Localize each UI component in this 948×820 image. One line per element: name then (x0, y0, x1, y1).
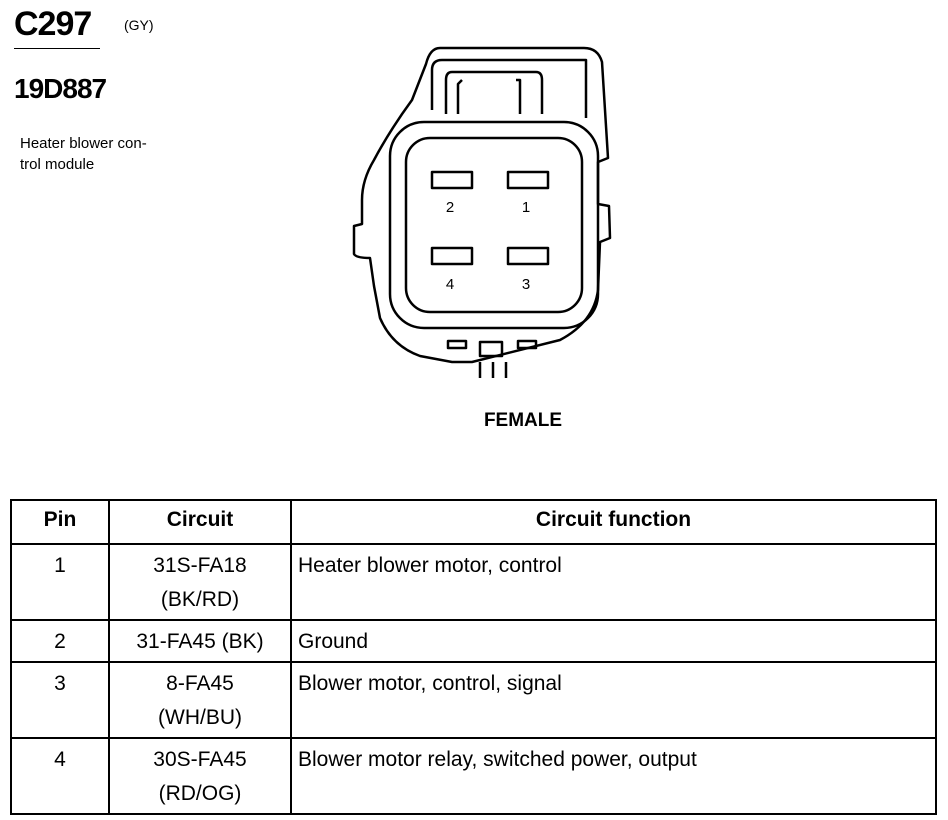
pin-cell: 1 (10, 543, 110, 621)
pin-cell: 2 (10, 619, 110, 663)
table-header-row: Pin Circuit Circuit function (10, 499, 937, 545)
bottom-tab-left (446, 339, 468, 350)
circuit-cell: 31-FA45 (BK) (108, 619, 292, 663)
connector-color-code: (GY) (124, 17, 154, 33)
description-line-1: Heater blower con- (20, 135, 147, 152)
header-circuit: Circuit (108, 499, 292, 545)
table-row: 1 31S-FA18 (BK/RD) Heater blower motor, … (10, 543, 937, 621)
latch-frame (430, 58, 588, 118)
table-row: 4 30S-FA45 (RD/OG) Blower motor relay, s… (10, 737, 937, 815)
circuit-cell: 30S-FA45 (RD/OG) (108, 737, 292, 815)
pin-label-4: 4 (446, 276, 454, 293)
circuit-function-cell: Heater blower motor, control (290, 543, 937, 621)
connector-face-diagram: 2 1 4 3 (352, 46, 612, 378)
bottom-tab-center (478, 340, 504, 358)
circuit-code: 31S-FA18 (153, 554, 247, 577)
pin-cell: 3 (10, 661, 110, 739)
pin-label-2: 2 (446, 199, 454, 216)
table-row: 2 31-FA45 (BK) Ground (10, 619, 937, 663)
table-row: 3 8-FA45 (WH/BU) Blower motor, control, … (10, 661, 937, 739)
pin-socket-4 (430, 246, 474, 266)
pin-socket-2 (430, 170, 474, 190)
circuit-code: 30S-FA45 (153, 748, 247, 771)
pin-socket-3 (506, 246, 550, 266)
header-circuit-function: Circuit function (290, 499, 937, 545)
connector-id: C297 (14, 5, 92, 43)
circuit-function-cell: Blower motor, control, signal (290, 661, 937, 739)
connector-description: Heater blower con- trol module (20, 133, 190, 175)
header-pin: Pin (10, 499, 110, 545)
inner-cavity-inner (404, 136, 584, 314)
part-number: 19D887 (14, 73, 107, 104)
pinout-table: Pin Circuit Circuit function 1 31S-FA18 … (10, 499, 937, 815)
title-divider (14, 48, 100, 49)
circuit-wire-color: (WH/BU) (158, 706, 242, 729)
circuit-code: 31-FA45 (BK) (136, 630, 264, 653)
connector-outer-housing (352, 46, 612, 364)
pin-cell: 4 (10, 737, 110, 815)
connector-gender-label: FEMALE (483, 410, 563, 431)
latch-bar-left-leg (456, 79, 463, 114)
inner-cavity-outer (388, 120, 600, 330)
latch-bar-right-leg (516, 78, 522, 114)
pin-label-1: 1 (522, 199, 530, 216)
latch-bar (444, 70, 544, 114)
description-line-2: trol module (20, 156, 95, 173)
pin-socket-1 (506, 170, 550, 190)
pin-label-3: 3 (522, 276, 530, 293)
circuit-cell: 31S-FA18 (BK/RD) (108, 543, 292, 621)
circuit-wire-color: (BK/RD) (160, 588, 240, 611)
circuit-wire-color: (RD/OG) (158, 782, 242, 805)
circuit-function-cell: Ground (290, 619, 937, 663)
bottom-tab-right (516, 339, 538, 350)
circuit-code: 8-FA45 (166, 672, 234, 695)
circuit-function-cell: Blower motor relay, switched power, outp… (290, 737, 937, 815)
circuit-cell: 8-FA45 (WH/BU) (108, 661, 292, 739)
